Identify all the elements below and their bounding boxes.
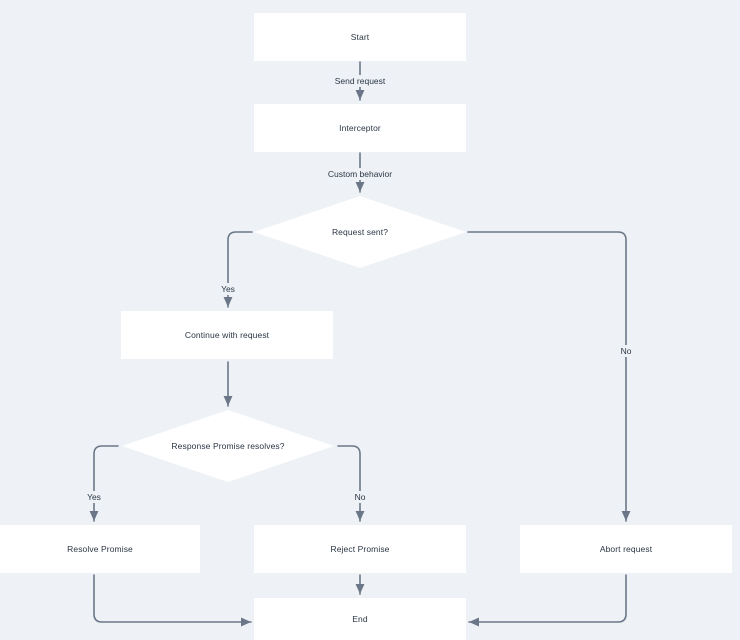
- node-abort-request: Abort request: [520, 525, 732, 573]
- decision-response-resolves-label: Response Promise resolves?: [171, 441, 285, 451]
- edge-resolve-end: [93, 574, 252, 627]
- decision-response-resolves-shape: [122, 410, 334, 482]
- decision-request-sent-label: Request sent?: [331, 227, 389, 237]
- edge-request-sent-no: [467, 231, 631, 522]
- node-continue-with-request: Continue with request: [121, 311, 333, 359]
- edge-label-send-request: Send request: [332, 75, 388, 87]
- decision-request-sent-shape: [254, 196, 466, 268]
- node-interceptor: Interceptor: [254, 104, 466, 152]
- node-end: End: [254, 598, 466, 640]
- edge-label-no-request-sent: No: [618, 345, 634, 357]
- node-reject-promise: Reject Promise: [254, 525, 466, 573]
- edge-response-no: [337, 445, 365, 522]
- edge-abort-end: [468, 574, 627, 627]
- edge-request-sent-yes: [223, 231, 253, 308]
- edge-label-yes-response: Yes: [85, 491, 103, 503]
- edge-response-yes: [89, 445, 119, 522]
- edge-label-yes-request-sent: Yes: [219, 283, 237, 295]
- edge-label-no-response: No: [352, 491, 368, 503]
- node-start: Start: [254, 13, 466, 61]
- edge-label-custom-behavior: Custom behavior: [325, 168, 395, 180]
- node-resolve-promise: Resolve Promise: [0, 525, 200, 573]
